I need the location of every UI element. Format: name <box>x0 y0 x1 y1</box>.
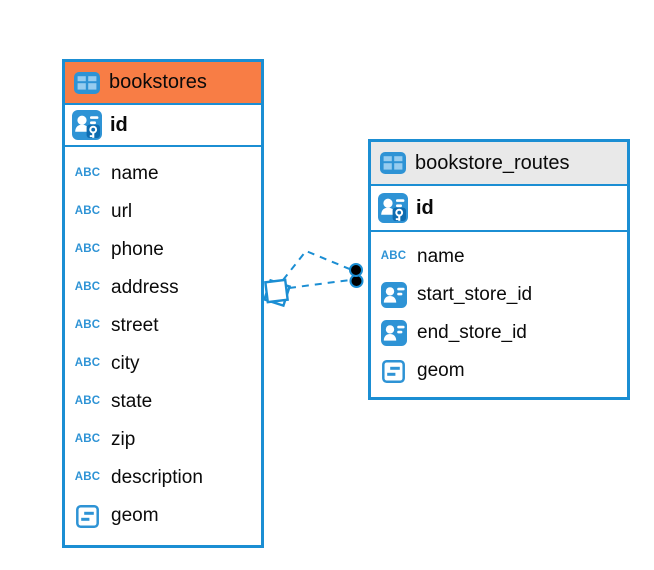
relationship-line[interactable] <box>288 279 351 289</box>
text-type-icon: ABC <box>380 250 407 263</box>
text-type-icon: ABC <box>74 205 101 218</box>
column-name: state <box>111 391 153 412</box>
column-name: id <box>416 196 434 219</box>
text-type-icon: ABC <box>74 319 101 332</box>
text-type-icon: ABC <box>74 395 101 408</box>
geometry-type-icon <box>71 504 104 528</box>
column-name: geom <box>111 505 159 526</box>
column-row-name[interactable]: ABC name <box>371 238 627 276</box>
entity-title: bookstore_routes <box>415 151 570 174</box>
primary-key-icon <box>378 193 408 223</box>
entity-header-bookstores[interactable]: bookstores <box>65 62 261 105</box>
column-row-start-store-id[interactable]: start_store_id <box>371 276 627 314</box>
column-name: street <box>111 315 159 336</box>
column-row-url[interactable]: ABC url <box>65 193 261 231</box>
column-row-address[interactable]: ABC address <box>65 269 261 307</box>
column-name: description <box>111 467 203 488</box>
reference-type-icon <box>377 320 410 346</box>
text-type-icon: ABC <box>74 281 101 294</box>
table-icon <box>74 71 100 94</box>
column-row-phone[interactable]: ABC phone <box>65 231 261 269</box>
column-row-id[interactable]: id <box>65 105 261 147</box>
text-type-icon: ABC <box>74 471 101 484</box>
column-name: start_store_id <box>417 284 533 305</box>
column-row-end-store-id[interactable]: end_store_id <box>371 314 627 352</box>
entity-bookstores[interactable]: bookstores id ABC name ABC url ABC phone… <box>62 59 264 548</box>
column-name: zip <box>111 429 136 450</box>
column-row-state[interactable]: ABC state <box>65 383 261 421</box>
column-row-geom[interactable]: geom <box>371 352 627 390</box>
primary-key-icon <box>72 110 102 140</box>
column-name: address <box>111 277 179 298</box>
table-icon <box>380 152 406 174</box>
column-row-city[interactable]: ABC city <box>65 345 261 383</box>
text-type-icon: ABC <box>74 433 101 446</box>
column-row-geom[interactable]: geom <box>65 497 261 535</box>
column-row-id[interactable]: id <box>371 186 627 232</box>
column-name: end_store_id <box>417 322 527 343</box>
column-name: name <box>111 163 159 184</box>
entity-bookstore-routes[interactable]: bookstore_routes id ABC name start_store… <box>368 139 630 400</box>
column-name: geom <box>417 360 465 381</box>
column-row-description[interactable]: ABC description <box>65 459 261 497</box>
relationship-line[interactable] <box>282 249 353 281</box>
entity-header-bookstore-routes[interactable]: bookstore_routes <box>371 142 627 186</box>
column-row-name[interactable]: ABC name <box>65 155 261 193</box>
column-name: url <box>111 201 133 222</box>
reference-type-icon <box>377 282 410 308</box>
column-row-street[interactable]: ABC street <box>65 307 261 345</box>
text-type-icon: ABC <box>74 357 101 370</box>
column-name: id <box>110 113 128 136</box>
column-row-zip[interactable]: ABC zip <box>65 421 261 459</box>
source-marker-stacked-squares-icon <box>262 278 292 308</box>
geometry-type-icon <box>377 359 410 383</box>
column-name: name <box>417 246 465 267</box>
column-name: phone <box>111 239 164 260</box>
text-type-icon: ABC <box>74 167 101 180</box>
column-name: city <box>111 353 140 374</box>
text-type-icon: ABC <box>74 243 101 256</box>
entity-title: bookstores <box>109 71 207 93</box>
target-marker-dots-icon <box>349 263 364 288</box>
